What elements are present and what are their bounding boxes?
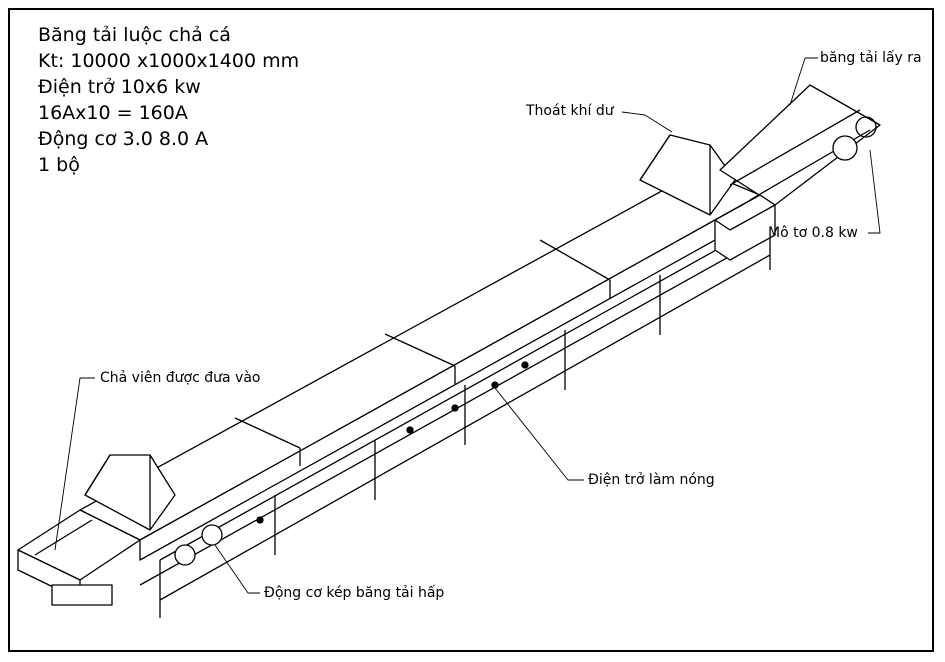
callout-heating-element: Điện trở làm nóng bbox=[588, 472, 715, 488]
exhaust-cap-rear bbox=[639, 134, 736, 216]
motor-small-body bbox=[832, 135, 858, 161]
double-motor bbox=[174, 524, 223, 566]
spec-size: Kt: 10000 x1000x1400 mm bbox=[38, 50, 300, 72]
spec-heater: Điện trở 10x6 kw bbox=[38, 76, 201, 98]
spec-quantity: 1 bộ bbox=[38, 154, 80, 176]
spec-current: 16Ax10 = 160A bbox=[38, 102, 188, 124]
output-conveyor bbox=[719, 84, 881, 206]
spec-title: Băng tải luộc chả cá bbox=[38, 24, 231, 46]
exhaust-cap-front bbox=[84, 454, 176, 531]
leader-lines bbox=[54, 57, 881, 594]
input-conveyor bbox=[17, 509, 141, 606]
spec-motor: Động cơ 3.0 8.0 A bbox=[38, 128, 209, 150]
callout-double-motor: Động cơ kép băng tải hấp bbox=[264, 585, 445, 601]
drawing-frame bbox=[8, 8, 934, 652]
callout-input: Chả viên được đưa vào bbox=[100, 370, 261, 386]
callout-exhaust: Thoát khí dư bbox=[526, 103, 614, 119]
control-box bbox=[714, 194, 776, 261]
steam-hood bbox=[79, 169, 761, 561]
callout-motor-small: Mô tơ 0.8 kw bbox=[768, 225, 858, 241]
callout-output-conveyor: băng tải lấy ra bbox=[820, 50, 922, 66]
support-frame bbox=[139, 219, 771, 618]
